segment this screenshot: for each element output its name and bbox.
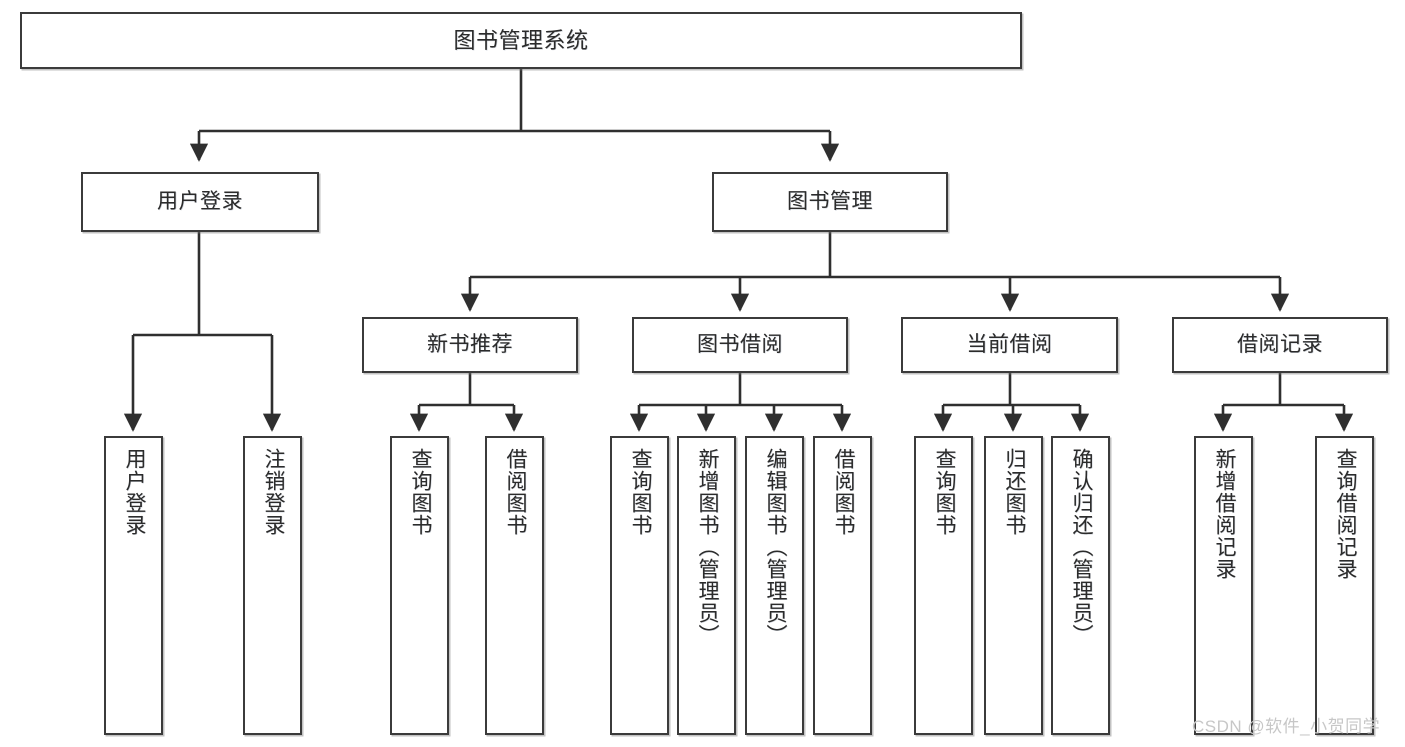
node-label: 查询图书 [408,448,432,536]
node-label: 注销登录 [261,448,285,536]
leaf-return-book[interactable]: 归还图书 [984,436,1043,735]
leaf-add-borrow-record[interactable]: 新增借阅记录 [1194,436,1253,735]
node-label: 图书借阅 [697,332,783,356]
node-label: 借阅图书 [503,448,527,536]
leaf-confirm-return[interactable]: 确认归还（管理员） [1051,436,1110,735]
node-label: 新增借阅记录 [1212,448,1236,580]
node-label: 用户登录 [122,448,146,536]
node-book-manage[interactable]: 图书管理 [712,172,948,232]
node-label: 用户登录 [157,189,243,213]
leaf-query-borrow-record[interactable]: 查询借阅记录 [1315,436,1374,735]
leaf-query-book-recommend[interactable]: 查询图书 [390,436,449,735]
leaf-edit-book[interactable]: 编辑图书（管理员） [745,436,804,735]
node-label: 查询图书 [932,448,956,536]
node-label: 查询借阅记录 [1333,448,1357,580]
node-label: 图书管理系统 [453,27,589,53]
node-label: 借阅记录 [1237,332,1323,356]
node-book-management-system[interactable]: 图书管理系统 [20,12,1022,69]
node-label: 编辑图书（管理员） [763,448,787,646]
leaf-user-logout[interactable]: 注销登录 [243,436,302,735]
node-current-borrow[interactable]: 当前借阅 [901,317,1118,373]
node-user-login[interactable]: 用户登录 [81,172,319,232]
node-label: 新书推荐 [427,332,513,356]
node-label: 新增图书（管理员） [695,448,719,646]
node-label: 确认归还（管理员） [1069,448,1093,646]
node-label: 图书管理 [787,189,873,213]
leaf-user-login[interactable]: 用户登录 [104,436,163,735]
node-book-borrow[interactable]: 图书借阅 [632,317,848,373]
leaf-add-book[interactable]: 新增图书（管理员） [677,436,736,735]
node-label: 查询图书 [628,448,652,536]
node-label: 当前借阅 [966,332,1053,356]
node-label: 借阅图书 [831,448,855,536]
leaf-query-book-current[interactable]: 查询图书 [914,436,973,735]
node-new-book-recommend[interactable]: 新书推荐 [362,317,578,373]
leaf-query-book-borrow[interactable]: 查询图书 [610,436,669,735]
leaf-borrow-book-recommend[interactable]: 借阅图书 [485,436,544,735]
node-borrow-record[interactable]: 借阅记录 [1172,317,1388,373]
leaf-borrow-book[interactable]: 借阅图书 [813,436,872,735]
node-label: 归还图书 [1002,448,1026,536]
